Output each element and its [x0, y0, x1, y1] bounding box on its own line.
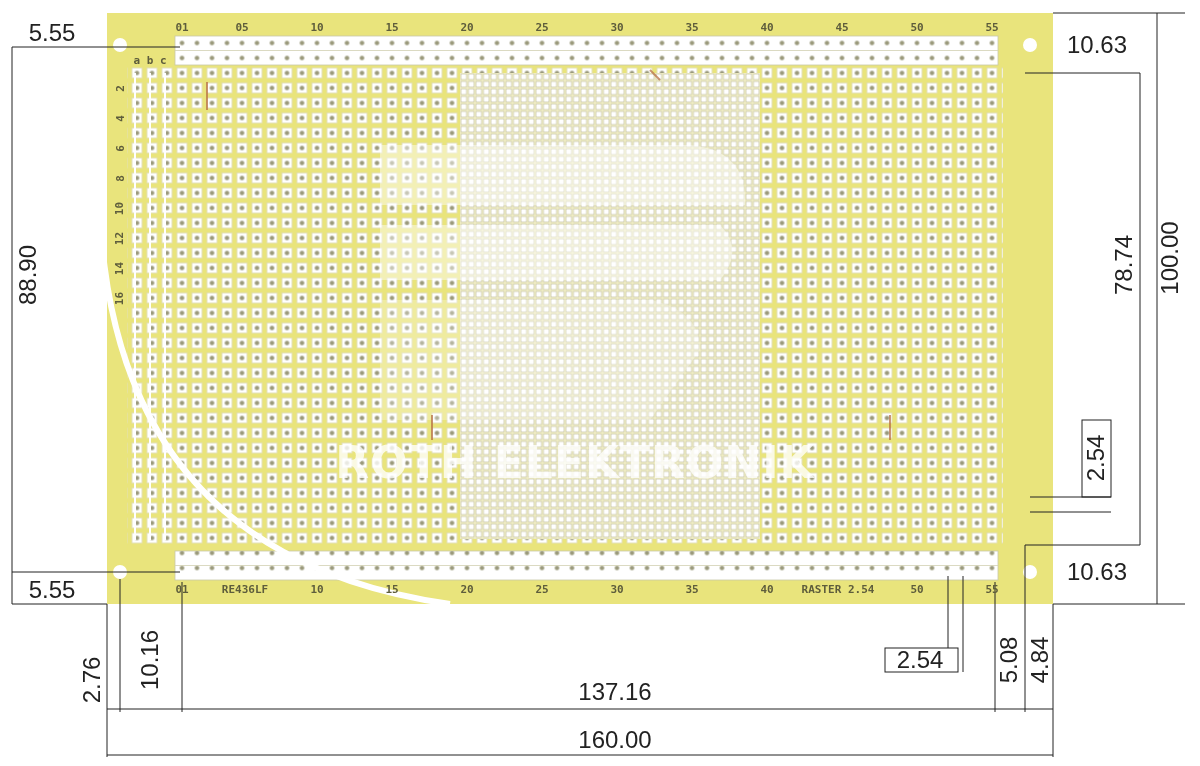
copper-mark — [207, 70, 890, 440]
board-print: 40 — [760, 584, 773, 595]
dimension-label: 5.55 — [29, 21, 76, 45]
row-number: 14 — [115, 261, 126, 274]
row-number: 8 — [115, 175, 126, 182]
dimension-label: 2.54 — [897, 648, 944, 672]
bus-strip — [175, 551, 998, 580]
watermark: ROTH ELEKTRONIK — [335, 441, 814, 485]
board-print: 20 — [460, 584, 473, 595]
dimension-label: 5.55 — [29, 578, 76, 602]
dimension-label: 160.00 — [578, 728, 651, 752]
board-print: 35 — [685, 584, 698, 595]
column-number: 40 — [760, 22, 773, 33]
dimension-label: 137.16 — [578, 680, 651, 704]
column-number: 15 — [385, 22, 398, 33]
board-print: RE436LF — [222, 584, 268, 595]
column-number: 45 — [835, 22, 848, 33]
column-number: 55 — [985, 22, 998, 33]
board-print: 15 — [385, 584, 398, 595]
column-number: 25 — [535, 22, 548, 33]
column-number: 30 — [610, 22, 623, 33]
row-number: 2 — [115, 85, 126, 92]
dimension-label: 78.74 — [1112, 235, 1136, 295]
column-number: 05 — [235, 22, 248, 33]
column-letters: a b c — [133, 55, 166, 66]
mounting-hole — [113, 38, 1037, 579]
board-print: 50 — [910, 584, 923, 595]
row-number: 4 — [115, 115, 126, 122]
column-number: 35 — [685, 22, 698, 33]
dimension-label: 10.63 — [1067, 560, 1127, 584]
row-number: 16 — [115, 291, 126, 304]
board-print: 10 — [310, 584, 323, 595]
dimension-label: 5.08 — [997, 637, 1021, 684]
row-number: 10 — [115, 201, 126, 214]
column-number: 10 — [310, 22, 323, 33]
dimension-label: 10.63 — [1067, 33, 1127, 57]
bus-strip — [175, 36, 998, 65]
row-number: 12 — [115, 231, 126, 244]
dimension-label: 4.84 — [1028, 637, 1052, 684]
dimension-label: 2.76 — [80, 657, 104, 704]
board-print: RASTER 2.54 — [802, 584, 875, 595]
dimension-label: 100.00 — [1158, 221, 1182, 294]
board-print: 55 — [985, 584, 998, 595]
dimension-label: 88.90 — [16, 245, 40, 305]
board-print: 25 — [535, 584, 548, 595]
white-arc — [104, 262, 450, 604]
dimension-lines — [12, 13, 1185, 757]
board — [107, 13, 1053, 604]
column-number: 20 — [460, 22, 473, 33]
column-number: 01 — [175, 22, 188, 33]
hole-grid — [127, 66, 1003, 546]
column-number: 50 — [910, 22, 923, 33]
dimension-label: 2.54 — [1084, 435, 1108, 482]
pad-links — [135, 73, 165, 540]
board-print: 30 — [610, 584, 623, 595]
bus-holes — [175, 36, 998, 65]
logo — [380, 145, 745, 420]
row-number: 6 — [115, 145, 126, 152]
dimension-label: 10.16 — [138, 630, 162, 690]
board-print: 01 — [175, 584, 188, 595]
bus-holes — [175, 551, 998, 580]
